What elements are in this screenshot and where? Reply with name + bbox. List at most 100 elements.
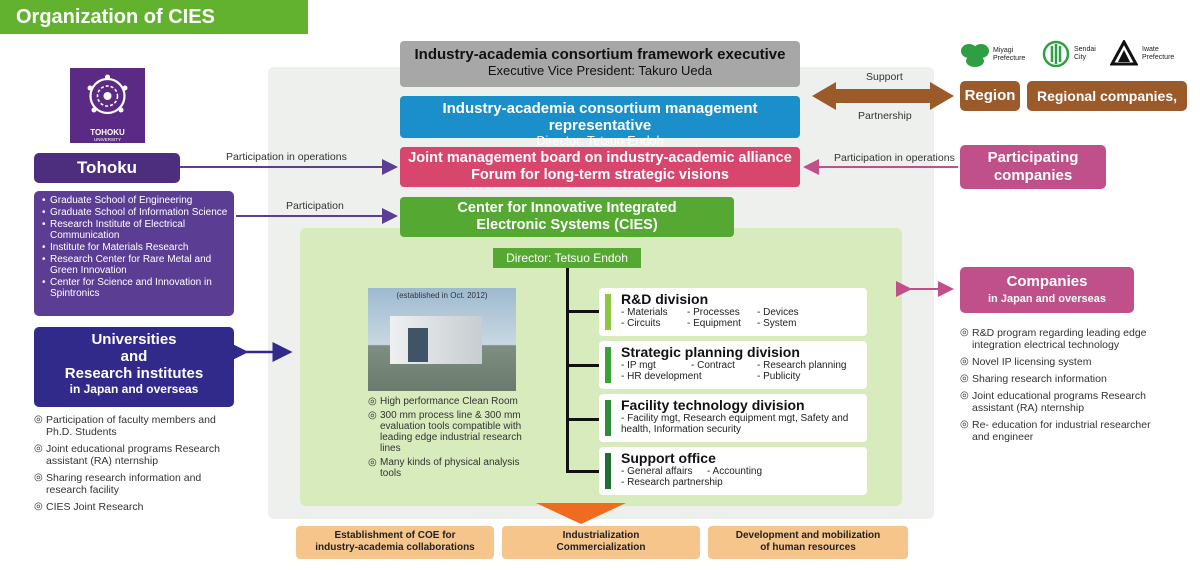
rd-division-title: R&D division — [621, 291, 709, 307]
iwate-name: Iwate — [1142, 46, 1159, 53]
miyagi-prefecture-logo: Miyagi Prefecture — [960, 42, 1036, 74]
outcome-line-1: Establishment of COE for — [334, 530, 456, 541]
rd-division-box: R&D division - Materials - Processes - Dev… — [599, 288, 867, 336]
page-title: Organization of CIES Consortium — [0, 0, 308, 62]
regional-companies-box: Regional companies, etc — [1027, 81, 1187, 134]
photo-caption: (established in Oct. 2012) — [396, 291, 488, 300]
division-connector — [566, 364, 599, 367]
support-label: Support — [866, 71, 903, 83]
companies-title: Companies — [1006, 273, 1088, 290]
sp-item: - IP mgt — [621, 360, 656, 371]
companies-sub: in Japan and overseas — [988, 293, 1106, 305]
benefit-item: Novel IP licensing system — [960, 356, 1160, 368]
feature-item: Many kinds of physical analysis tools — [368, 457, 528, 479]
building-shape — [390, 316, 482, 364]
cies-line-1: Center for Innovative Integrated — [457, 200, 677, 216]
partnership-label: Partnership — [858, 110, 912, 122]
outcome-down-arrow — [536, 503, 626, 524]
school-item: Graduate School of Engineering — [42, 195, 230, 206]
sp-item: - Publicity — [757, 371, 801, 382]
feature-item: High performance Clean Room — [368, 396, 528, 407]
sendai-emblem-icon — [1042, 40, 1070, 68]
participation-ops-right-label: Participation in operations — [834, 152, 955, 164]
sendai-city-logo: Sendai City — [1042, 40, 1102, 72]
cies-box: Center for Innovative Integrated Electro… — [400, 197, 734, 237]
benefit-item: Re- education for industrial researcher … — [960, 419, 1160, 443]
facility-technology-division-box: Facility technology division - Facility … — [599, 394, 867, 442]
so-item: - General affairs — [621, 466, 693, 477]
board-line-1: Joint management board on industry-acade… — [408, 150, 792, 166]
universities-box: Universities and Research institutes in … — [34, 327, 234, 407]
rd-item: - Materials — [621, 307, 668, 318]
support-office-title: Support office — [621, 450, 716, 466]
benefit-item: Sharing research information and researc… — [34, 472, 234, 496]
benefit-item: Joint educational programs Research assi… — [960, 390, 1160, 414]
framework-executive-title: Industry-academia consortium framework e… — [414, 46, 786, 63]
outcome-line-2: Commercialization — [556, 542, 646, 553]
rd-item: - Equipment — [687, 318, 741, 329]
tohoku-crest-icon — [87, 74, 128, 115]
outcome-line-1: Industrialization — [562, 530, 640, 541]
school-item: Research Center for Rare Metal and Green… — [42, 254, 230, 276]
tohoku-logo-name: TOHOKU — [90, 128, 125, 137]
benefit-item: R&D program regarding leading edge integ… — [960, 327, 1160, 351]
miyagi-type: Prefecture — [993, 55, 1026, 62]
benefit-item: Participation of faculty members and Ph.… — [34, 414, 234, 438]
participation-ops-label: Participation in operations — [226, 151, 347, 163]
region-double-arrow — [812, 82, 954, 110]
cies-building-photo: (established in Oct. 2012) — [368, 288, 516, 391]
benefit-item: Sharing research information — [960, 373, 1160, 385]
school-item: Graduate School of Information Science — [42, 207, 230, 218]
benefit-item: Joint educational programs Research assi… — [34, 443, 234, 467]
framework-executive-box: Industry-academia consortium framework e… — [400, 41, 800, 87]
facility-technology-title: Facility technology division — [621, 397, 805, 413]
framework-executive-person: Executive Vice President: Takuro Ueda — [487, 63, 713, 78]
support-office-box: Support office - General affairs- Accoun… — [599, 447, 867, 495]
rd-item: - Devices — [757, 307, 799, 318]
tohoku-logo-sub: UNIVERSITY — [93, 137, 121, 142]
tohoku-schools-list: Graduate School of Engineering Graduate … — [34, 191, 234, 316]
rd-item: - Processes — [687, 307, 740, 318]
outcome-line-1: Development and mobilization — [735, 530, 881, 541]
iwate-type: Prefecture — [1142, 54, 1175, 61]
companies-benefits-list: R&D program regarding leading edge integ… — [960, 327, 1160, 448]
outcome-line-2: of human resources — [760, 542, 856, 553]
outcome-human-resources-box: Development and mobilization of human re… — [708, 526, 908, 559]
division-color-bar — [605, 347, 611, 383]
management-representative-person: Director: Tetsuo Endoh — [536, 134, 664, 148]
miyagi-leaf-icon — [961, 44, 989, 67]
participating-companies-box: Participating companies — [960, 145, 1106, 189]
strategic-planning-title: Strategic planning division — [621, 344, 800, 360]
school-item: Institute for Materials Research — [42, 242, 230, 253]
school-item: Center for Science and Innovation in Spi… — [42, 277, 230, 299]
division-connector — [566, 310, 599, 313]
universities-sub: in Japan and overseas — [69, 382, 199, 396]
board-line-2: Forum for long-term strategic visions — [471, 167, 729, 183]
region-box: Region — [960, 81, 1020, 111]
sp-item: - Research planning — [757, 360, 847, 371]
school-item: Research Institute of Electrical Communi… — [42, 219, 230, 241]
iwate-prefecture-logo: Iwate Prefecture — [1110, 40, 1190, 72]
companies-box: Companies in Japan and overseas — [960, 267, 1134, 313]
cies-director-label: Director: Tetsuo Endoh — [493, 248, 641, 268]
division-color-bar — [605, 400, 611, 436]
building-window — [408, 328, 428, 362]
feature-item: 300 mm process line & 300 mm evaluation … — [368, 410, 528, 454]
sendai-name: Sendai — [1074, 46, 1096, 53]
sp-item: - HR development — [621, 371, 702, 382]
management-representative-box: Industry-academia consortium management … — [400, 96, 800, 148]
rd-item: - Circuits — [621, 318, 661, 329]
universities-line-3: Research institutes — [64, 365, 204, 382]
division-tree-trunk — [566, 268, 569, 472]
iwate-emblem-icon — [1110, 40, 1138, 66]
sendai-type: City — [1074, 54, 1087, 61]
division-connector — [566, 470, 599, 473]
participating-line-1: Participating — [987, 149, 1079, 166]
division-color-bar — [605, 453, 611, 489]
participation-label: Participation — [286, 200, 344, 212]
joint-management-board-box: Joint management board on industry-acade… — [400, 147, 800, 187]
cies-line-2: Electronic Systems (CIES) — [476, 217, 658, 233]
ft-item: health, Information security — [621, 424, 742, 435]
outcome-industrialization-box: Industrialization Commercialization — [502, 526, 700, 559]
